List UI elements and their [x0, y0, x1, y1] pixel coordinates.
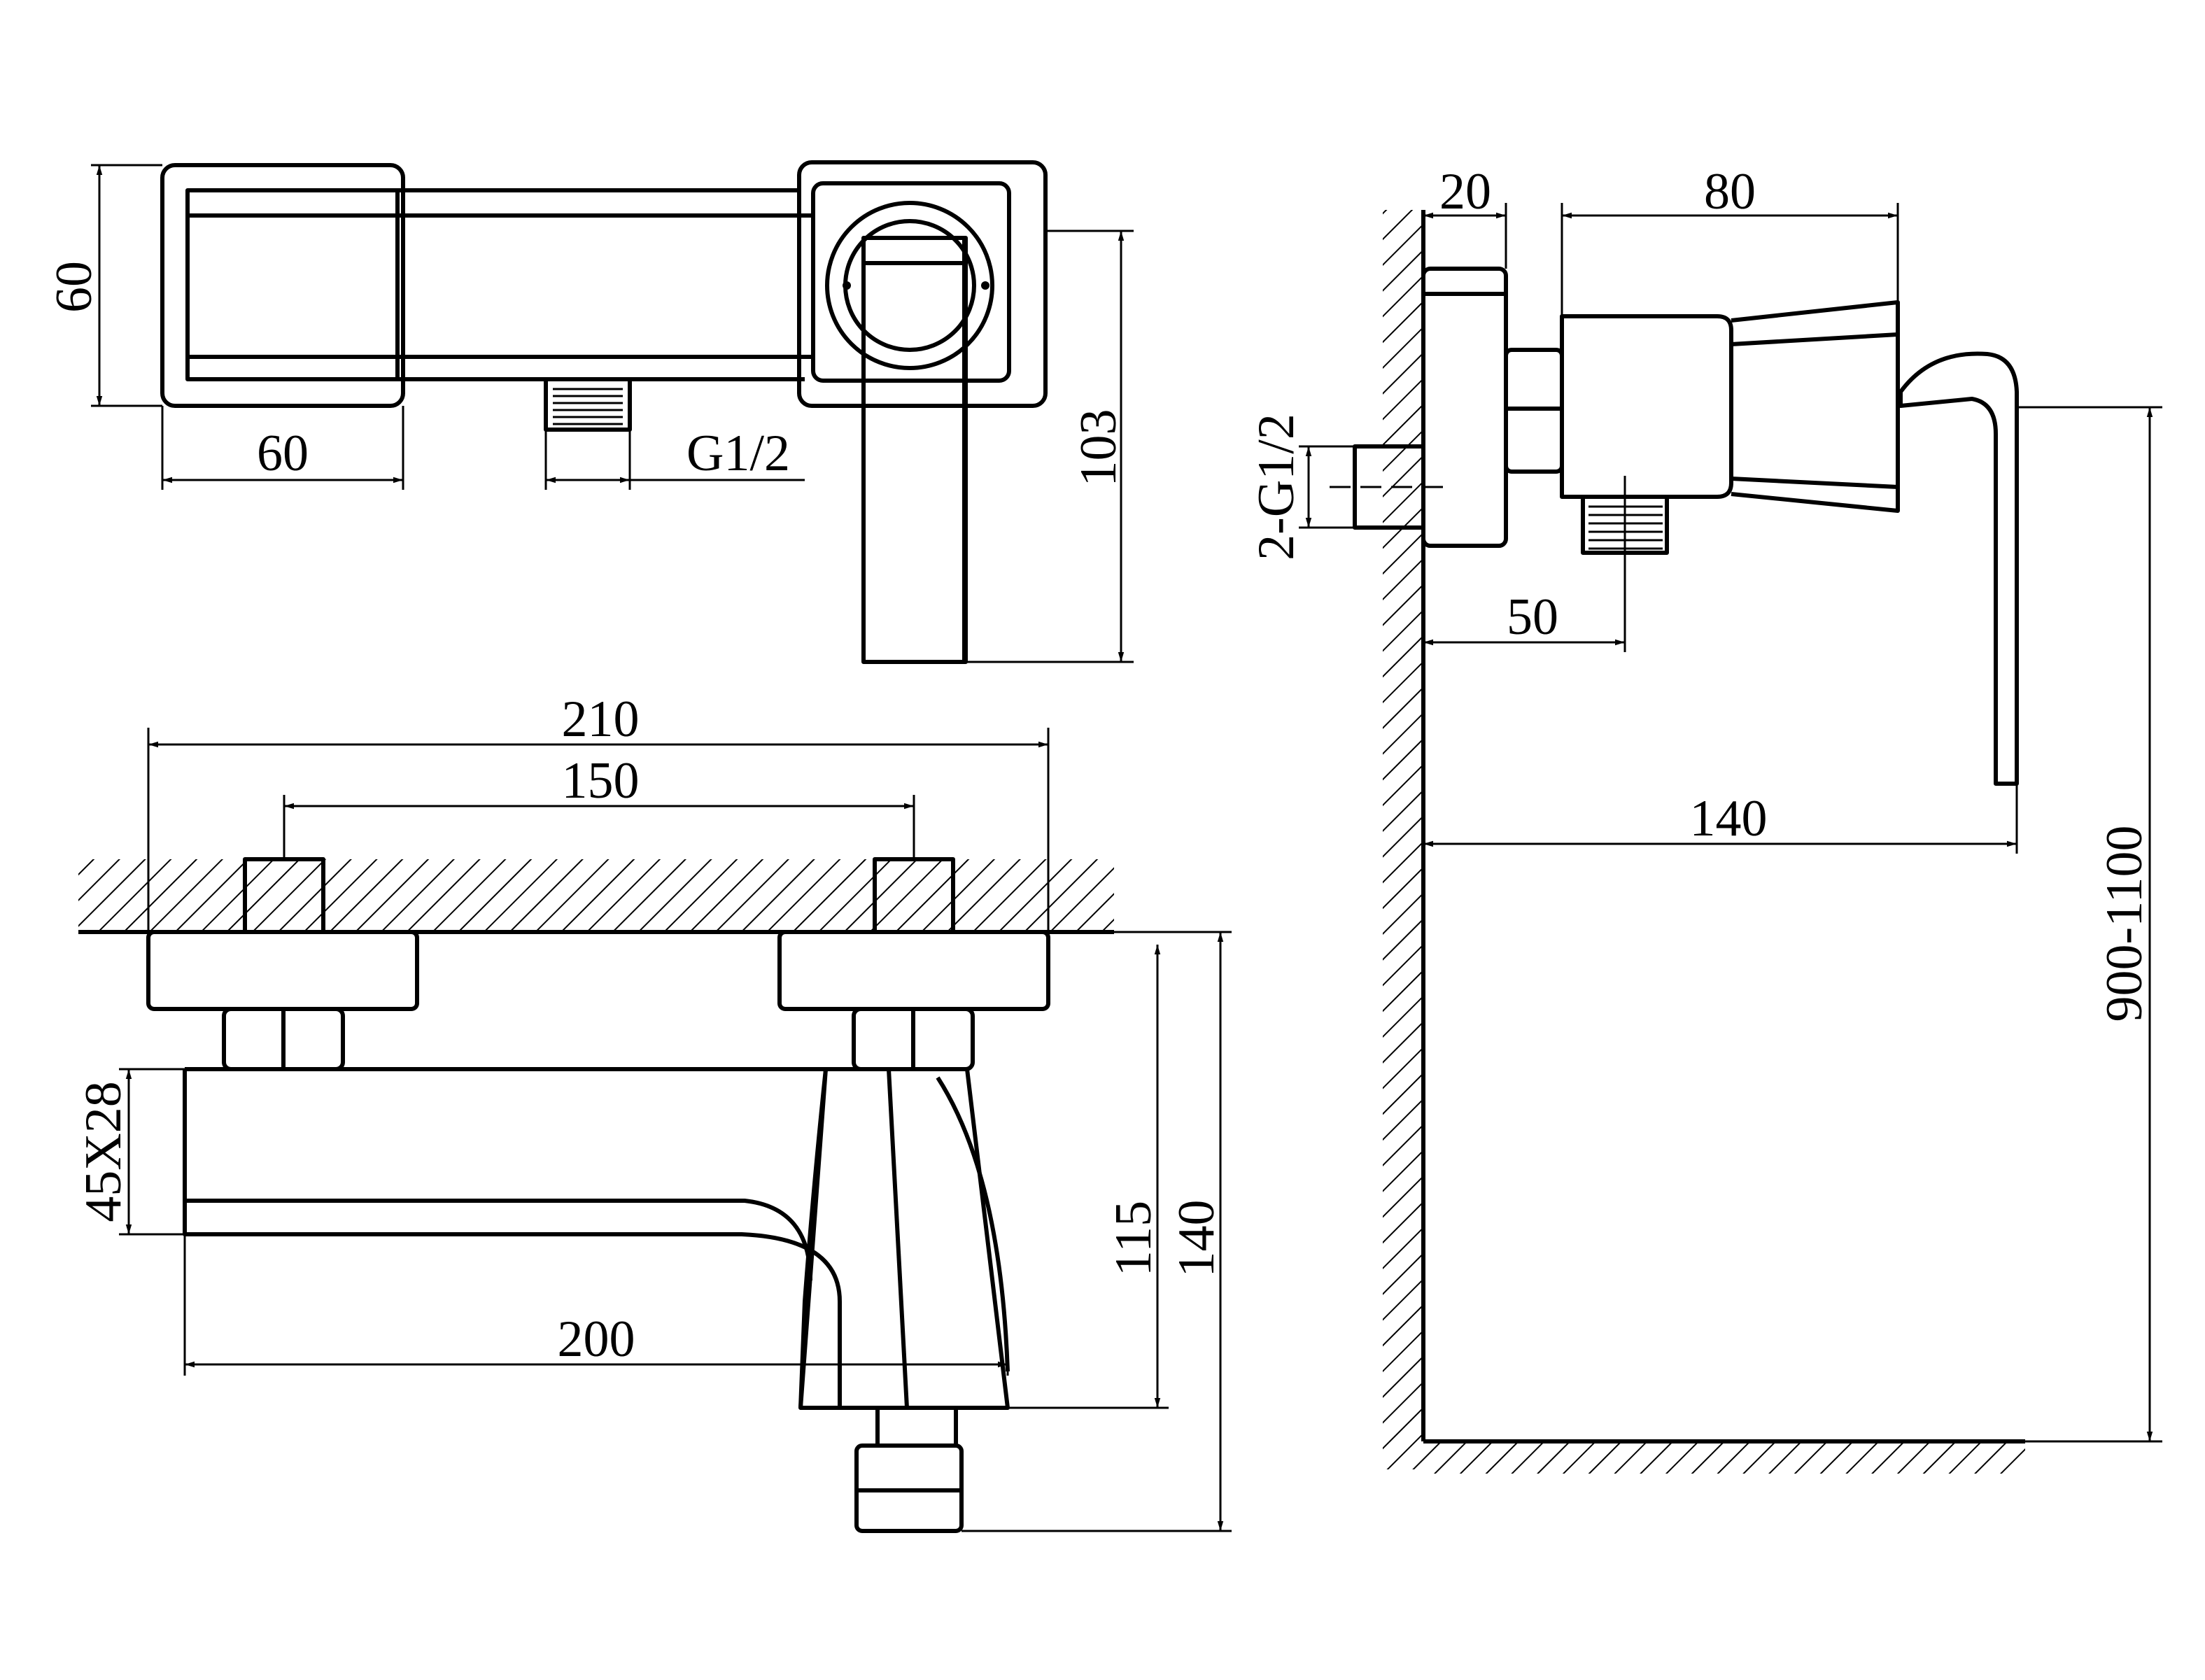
dim-side-body: 80	[1704, 163, 1756, 220]
dim-front-total-width: 210	[562, 691, 640, 748]
dim-top-width: 60	[257, 425, 309, 482]
dim-front-centers: 150	[562, 752, 640, 810]
dimension-lines	[91, 164, 2162, 1532]
dim-side-projection: 140	[1690, 790, 1768, 847]
dim-top-thread: G1/2	[686, 425, 790, 482]
dim-front-height-total: 140	[1168, 1200, 1225, 1278]
dim-top-spout-length: 103	[1070, 409, 1127, 487]
thread-icon	[544, 377, 632, 432]
dim-side-inlet: 2-G1/2	[1248, 414, 1305, 560]
side-view	[1330, 210, 2025, 1474]
dim-side-mount-height: 900-1100	[2096, 826, 2153, 1022]
dim-side-outlet-offset: 50	[1507, 588, 1558, 646]
dim-front-height-body: 115	[1105, 1201, 1162, 1276]
front-view	[78, 857, 1114, 1533]
dim-front-spout-section: 45X28	[75, 1081, 132, 1222]
dimension-labels: 60 60 G1/2 103 20 80 2-G1/2 50 140 900-1…	[45, 163, 2153, 1368]
dim-top-height: 60	[45, 261, 103, 313]
dim-side-plate: 20	[1439, 163, 1491, 220]
dim-front-spout-length: 200	[558, 1311, 635, 1368]
top-view	[160, 160, 1048, 664]
